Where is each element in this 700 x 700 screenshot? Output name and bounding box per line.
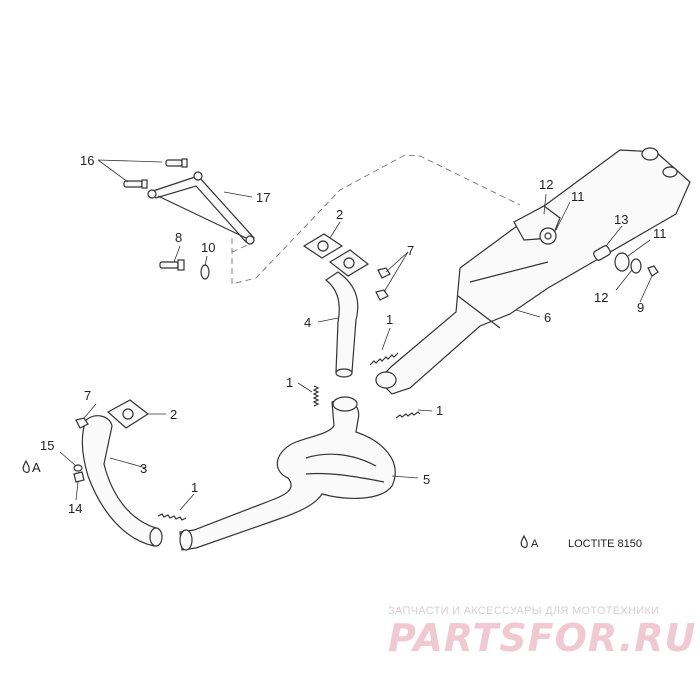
callout-16: 16 [80,153,94,168]
bracket-bolt-lower [123,179,148,189]
washer-right [630,258,642,274]
callout-8: 8 [175,230,182,245]
spacer-upper [544,232,552,240]
callout-11-right: 11 [653,226,667,241]
sealant-marker-lower-left: A [22,459,41,475]
callout-1-right: 1 [436,403,443,418]
callout-14: 14 [68,501,82,516]
washer-lower [73,464,83,472]
exhaust-flange-upper [302,233,370,277]
nut-lower [73,471,85,483]
callout-1-upper: 1 [386,312,393,327]
drop-icon [520,534,528,549]
mounting-sleeve [593,245,611,261]
callout-15: 15 [40,438,54,453]
callout-2-lower: 2 [170,407,177,422]
callout-1-middle: 1 [286,375,293,390]
mounting-bolt [159,259,185,271]
callout-7-upper: 7 [407,243,414,258]
callout-10: 10 [201,240,215,255]
front-exhaust-pipe-lower [81,415,163,547]
sealant-marker-label: A [32,460,41,475]
callout-2-upper: 2 [336,207,343,222]
callout-9: 9 [637,300,644,315]
watermark-tagline: ЗАПЧАСТИ И АКСЕССУАРЫ ДЛЯ МОТОТЕХНИКИ [388,605,660,617]
exhaust-spring-lower [157,513,187,521]
assembly-guide-lines [231,154,521,285]
exhaust-collector-pipe [179,396,396,551]
legend-text: LOCTITE 8150 [568,538,642,550]
front-exhaust-pipe-upper [324,271,359,378]
exhaust-spring-upper-right [369,352,399,366]
exhaust-spring-right [395,411,421,419]
nut-right [647,265,659,277]
callout-5: 5 [423,472,430,487]
silencer-muffler [375,147,691,395]
callout-labels: 16 17 8 10 2 7 4 1 1 1 5 6 12 11 13 11 1… [40,153,667,516]
sealant-legend: A LOCTITE 8150 [520,534,642,550]
rubber-grommet-right [614,252,630,272]
callout-1-lower: 1 [191,480,198,495]
drop-icon [22,459,30,474]
callout-4: 4 [304,315,311,330]
exhaust-spring-middle [312,385,320,407]
callout-6: 6 [544,310,551,325]
callout-3: 3 [140,461,147,476]
flange-nuts-upper [375,267,391,301]
callout-11-upper: 11 [571,189,585,204]
exhaust-flange-lower [106,399,150,429]
bracket-bolt-upper [165,158,188,168]
callout-13: 13 [614,212,628,227]
watermark-logo: PARTSFOR.RU [388,616,697,660]
callout-12-upper: 12 [539,177,553,192]
leader-lines [59,159,653,511]
callout-17: 17 [256,190,270,205]
callout-7-lower: 7 [84,388,91,403]
legend-marker: A [531,538,539,550]
flange-nut-lower [75,417,89,429]
mounting-washer [200,264,210,280]
callout-12-right: 12 [594,290,608,305]
muffler-bracket [147,171,255,245]
